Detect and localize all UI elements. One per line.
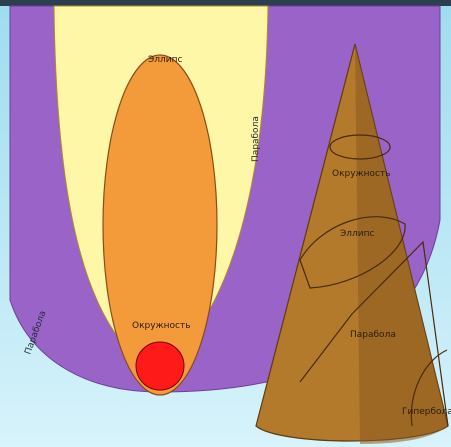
circle-label: Окружность [132, 321, 191, 331]
parabola-right-label: Парабола [251, 116, 261, 162]
red-circle [136, 342, 184, 390]
cone-circle-label: Окружность [332, 169, 391, 179]
cone-parabola-label: Парабола [350, 330, 396, 340]
cone-hyperbola-label: Гипербола [402, 407, 451, 417]
cone-ellipse-label: Эллипс [340, 229, 375, 239]
ellipse-top-label: Эллипс [148, 55, 183, 65]
top-border [0, 0, 451, 6]
